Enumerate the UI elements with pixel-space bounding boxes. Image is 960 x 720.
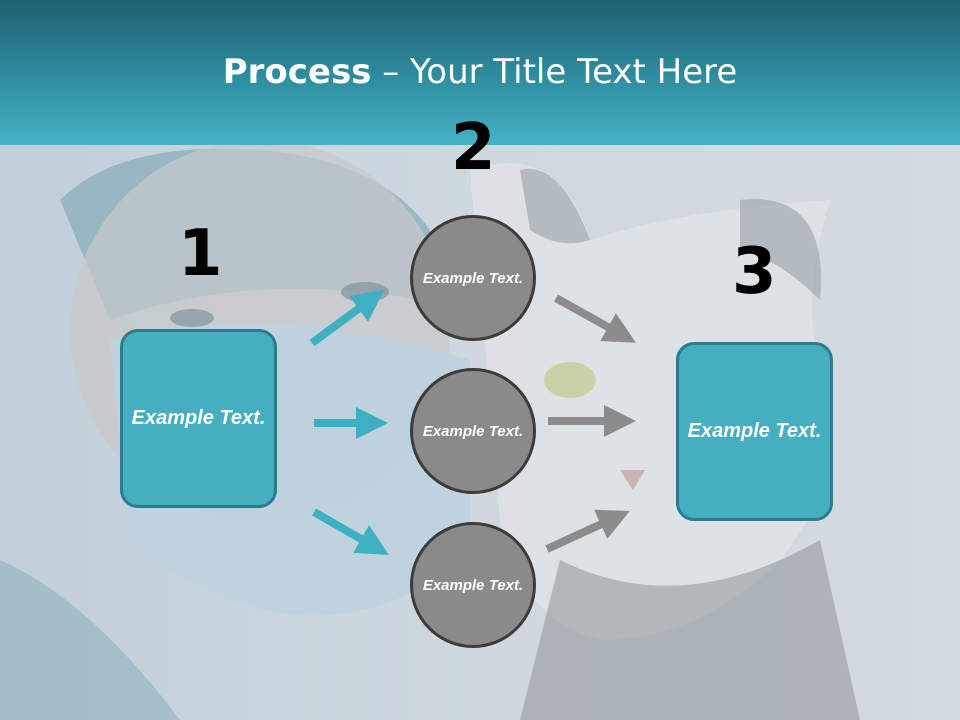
title-bold: Process [222,52,372,92]
left-box-label: Example Text. [131,407,266,429]
right-text-box: Example Text. [676,342,833,521]
arrow-teal-down [312,508,389,555]
circle-top-label: Example Text. [422,269,524,287]
circle-middle-label: Example Text. [422,422,524,440]
process-circle-middle: Example Text. [410,368,536,494]
title-bar [0,0,960,145]
arrow-gray-down [554,294,636,343]
title-rest: – Your Title Text Here [371,52,738,92]
arrow-teal-up [309,289,385,347]
circle-bottom-label: Example Text. [422,576,524,594]
left-text-box: Example Text. [120,329,277,508]
slide-title: Process – Your Title Text Here [0,52,960,92]
right-box-label: Example Text. [687,420,822,442]
process-circle-bottom: Example Text. [410,522,536,648]
step-number-3: 3 [732,235,777,309]
step-number-1: 1 [178,217,223,291]
arrow-gray-up [545,509,630,553]
step-number-2: 2 [451,111,496,185]
process-circle-top: Example Text. [410,215,536,341]
